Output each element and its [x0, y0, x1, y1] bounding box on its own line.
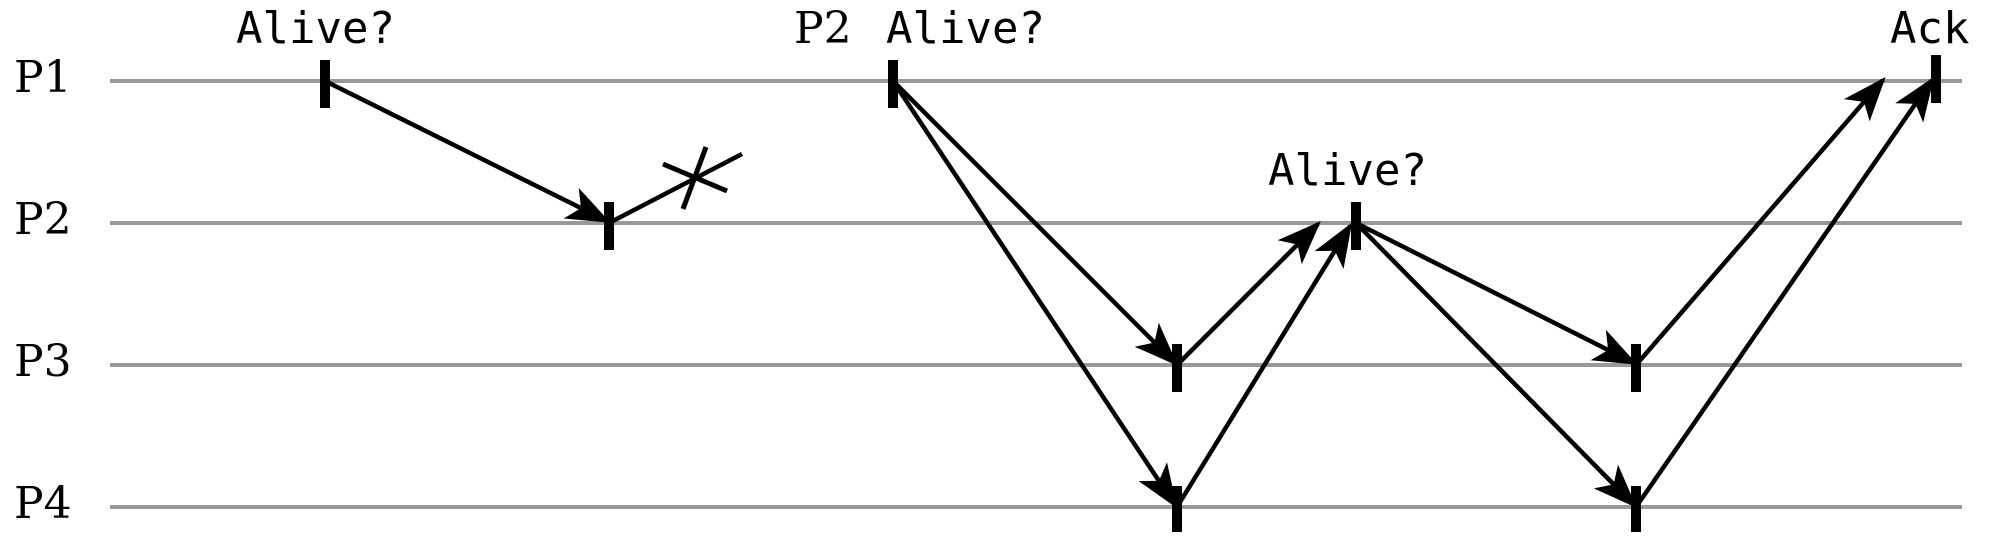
message-arrow	[1175, 221, 1321, 367]
message-label-first-alive: Alive?	[236, 3, 395, 54]
message-arrow	[323, 78, 611, 224]
process-label-p3: P3	[14, 336, 72, 387]
message-label-ack: Ack	[1890, 3, 1969, 54]
process-label-p1: P1	[14, 52, 72, 103]
message-label-second-alive: Alive?	[886, 3, 1045, 54]
message-arrow	[1354, 221, 1637, 508]
process-label-p2: P2	[14, 194, 72, 245]
lost-message-line	[607, 152, 744, 225]
message-arrow	[891, 79, 1178, 509]
message-arrow	[1354, 220, 1638, 366]
process-label-p4: P4	[14, 478, 72, 529]
ack-arrow	[1634, 76, 1935, 509]
message-label-sender-p2: P2	[794, 3, 852, 54]
message-arrow	[891, 79, 1178, 366]
message-arrow	[1175, 222, 1353, 509]
ack-arrow	[1634, 76, 1886, 367]
lost-message-cross	[680, 146, 709, 210]
message-label-relay-alive: Alive?	[1268, 145, 1427, 196]
